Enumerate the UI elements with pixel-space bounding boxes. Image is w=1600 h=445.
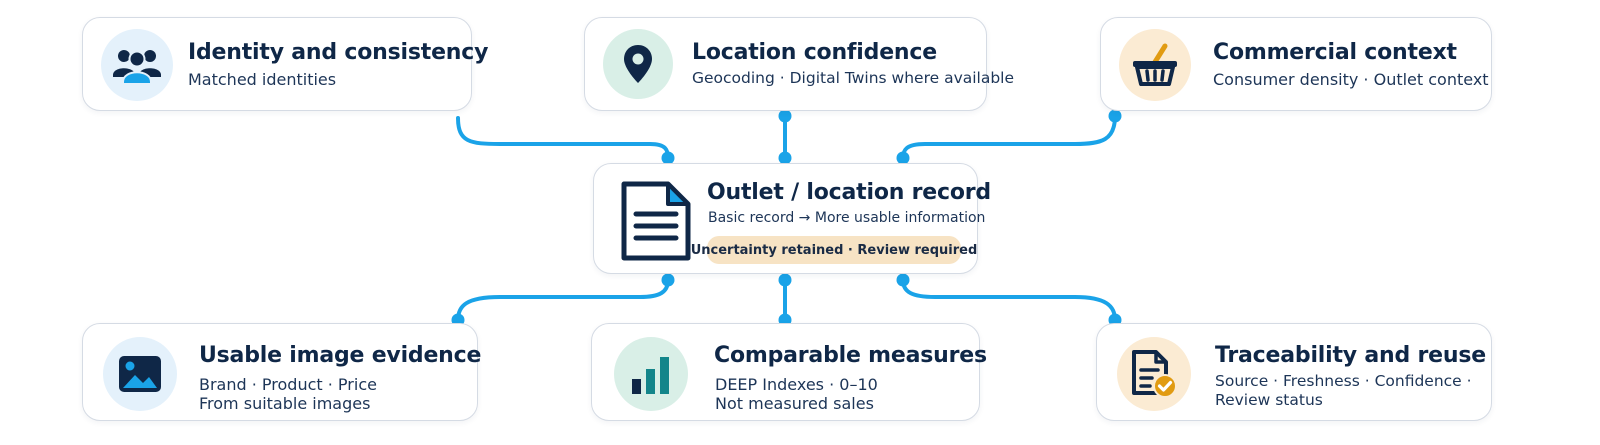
connector-identity [456,116,670,160]
node-detail: DEEP Indexes · 0–10 [715,375,878,394]
image-icon [103,337,177,411]
basket-icon [1119,29,1191,101]
connector-dot [896,151,910,165]
center-subtitle: Basic record → More usable information [708,210,986,226]
connector-image [456,278,670,322]
node-detail: Brand · Product · Price [199,375,377,394]
verified-document-icon [1117,337,1191,411]
map-pin-icon [603,29,673,99]
connector-dot [1108,109,1122,123]
status-badge: Uncertainty retained · Review required [691,236,977,264]
node-identity: Identity and consistency Matched identit… [82,17,488,111]
node-image: Usable image evidence Brand · Product · … [82,323,482,421]
node-detail: Source · Freshness · Confidence · [1215,372,1472,390]
node-title: Location confidence [692,40,937,65]
node-title: Commercial context [1213,40,1457,65]
node-detail: Geocoding · Digital Twins where availabl… [692,69,1015,87]
center-record: Outlet / location record Basic record → … [593,163,991,274]
connector-dot [896,273,910,287]
node-detail: Not measured sales [715,394,874,413]
document-icon [620,180,692,266]
connector-trace [901,278,1117,322]
connector-dot [778,109,792,123]
node-title: Comparable measures [714,343,987,368]
connector-dot [661,273,675,287]
node-location: Location confidence Geocoding · Digital … [584,17,1014,111]
node-detail: From suitable images [199,394,371,413]
node-detail: Consumer density · Outlet context [1213,70,1489,89]
connector-commercial [901,114,1117,160]
users-icon [101,29,173,101]
node-detail: Review status [1215,391,1323,409]
connector-dot [778,151,792,165]
node-title: Identity and consistency [188,40,489,65]
node-measures: Comparable measures DEEP Indexes · 0–10 … [591,323,987,421]
bar-chart-icon [614,337,688,411]
connector-dot [661,151,675,165]
connector-dot [778,273,792,287]
node-detail: Matched identities [188,70,337,89]
node-title: Usable image evidence [199,343,482,368]
center-title: Outlet / location record [707,180,991,205]
node-trace: Traceability and reuse Source · Freshnes… [1096,323,1492,421]
node-title: Traceability and reuse [1215,343,1486,368]
node-commercial: Commercial context Consumer density · Ou… [1100,17,1492,111]
